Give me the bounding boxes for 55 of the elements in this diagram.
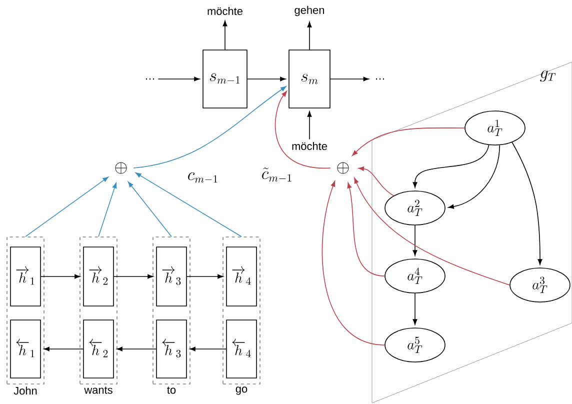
arrow bbox=[412, 225, 418, 256]
arrow bbox=[158, 76, 200, 82]
sum-symbol: $\oplus$ bbox=[337, 162, 349, 174]
state-box: $s_{m-1}$ bbox=[202, 50, 248, 108]
arrow bbox=[133, 86, 286, 168]
arrow bbox=[135, 172, 242, 237]
arrow bbox=[322, 180, 385, 346]
arrow bbox=[354, 178, 510, 286]
arrow bbox=[330, 76, 369, 82]
arrow bbox=[114, 274, 154, 279]
word-label: wants bbox=[84, 386, 112, 394]
hidden-state-box: $\overrightarrow{h}_{4}$ bbox=[226, 246, 257, 306]
arrow bbox=[128, 181, 172, 237]
arrow bbox=[116, 346, 156, 352]
arrow bbox=[190, 346, 226, 352]
dashed-column bbox=[222, 236, 260, 384]
state-box: $s_m$ bbox=[288, 50, 330, 108]
dashed-column bbox=[152, 236, 190, 384]
edge-label: $\tilde{c}_{m-1}$ bbox=[260, 166, 294, 184]
arrow bbox=[358, 166, 394, 196]
arrow bbox=[412, 144, 490, 188]
arrow bbox=[222, 20, 228, 50]
hidden-state-box: $\overleftarrow{h}_{1}$ bbox=[10, 320, 41, 378]
arrow bbox=[352, 128, 465, 156]
edge-label: $c_{m-1}$ bbox=[186, 172, 220, 184]
output-word: möchte bbox=[208, 6, 242, 16]
ellipsis-text: … bbox=[376, 78, 384, 80]
ellipsis-text: … bbox=[146, 78, 154, 80]
arrow bbox=[275, 90, 331, 168]
arrow bbox=[307, 22, 312, 50]
word-label: go bbox=[236, 386, 248, 395]
arrow bbox=[247, 76, 286, 82]
output-word: gehen bbox=[294, 6, 324, 16]
arrow bbox=[44, 346, 84, 352]
arrow bbox=[512, 142, 542, 265]
hidden-state-box: $\overrightarrow{h}_{2}$ bbox=[83, 246, 114, 306]
arrow bbox=[347, 182, 385, 276]
arrow bbox=[448, 144, 500, 209]
input-word: möchte bbox=[292, 142, 327, 150]
arrow bbox=[98, 182, 117, 237]
hidden-state-box: $\overleftarrow{h}_{4}$ bbox=[226, 320, 257, 378]
arrow bbox=[186, 274, 224, 279]
hidden-state-box: $\overrightarrow{h}_{1}$ bbox=[10, 246, 41, 306]
hidden-state-box: $\overleftarrow{h}_{3}$ bbox=[156, 320, 187, 378]
arrow bbox=[412, 293, 418, 325]
hidden-state-box: $\overleftarrow{h}_{2}$ bbox=[83, 320, 114, 378]
dashed-column bbox=[6, 236, 44, 384]
arrow bbox=[307, 111, 312, 140]
sum-symbol: $\oplus$ bbox=[115, 162, 127, 174]
arrow bbox=[40, 274, 80, 279]
hidden-state-box: $\overrightarrow{h}_{3}$ bbox=[156, 246, 187, 306]
word-label: to bbox=[167, 386, 176, 394]
dashed-column bbox=[80, 236, 118, 384]
word-label: John bbox=[14, 386, 37, 395]
arrow bbox=[25, 176, 109, 237]
